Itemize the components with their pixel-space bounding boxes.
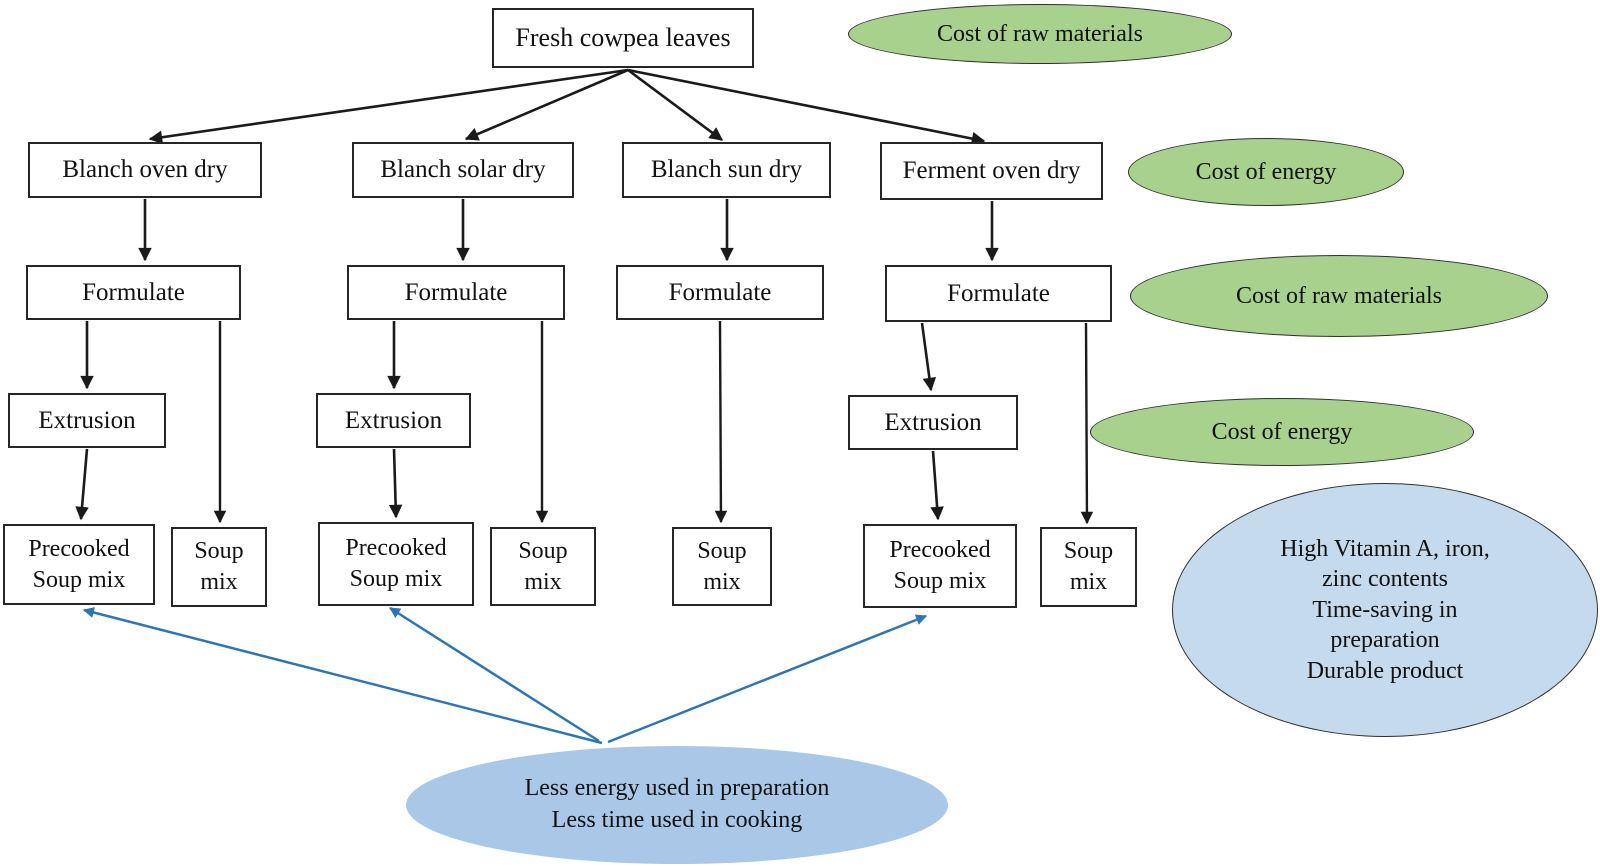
- arrow-benefit-to-precooked2: [389, 606, 600, 743]
- formulate-box-1: Formulate: [26, 265, 241, 320]
- formulate-box-4: Formulate: [885, 265, 1112, 322]
- extrusion-box-4: Extrusion: [848, 395, 1018, 450]
- arrow-benefit-to-precooked4: [607, 614, 928, 744]
- arrow-root-to-blanch-oven-dry: [148, 68, 629, 144]
- arrow-extrusion1-to-precooked1: [75, 448, 89, 521]
- arrow-root-to-blanch-solar-dry: [464, 68, 629, 141]
- soup-mix-box-2: Soup mix: [490, 527, 596, 606]
- blanch-sun-dry-box: Blanch sun dry: [622, 142, 831, 198]
- extrusion-box-1: Extrusion: [8, 393, 166, 448]
- arrow-formulate4-to-soup4: [1080, 322, 1094, 525]
- precooked-soup-mix-box-2: Precooked Soup mix: [318, 522, 474, 606]
- soup-mix-box-3: Soup mix: [672, 527, 772, 606]
- efficiency-benefits-ellipse: Less energy used in preparation Less tim…: [406, 746, 948, 864]
- arrow-formulate3-to-soup3: [714, 320, 728, 524]
- blanch-oven-dry-box: Blanch oven dry: [28, 142, 262, 198]
- cost-energy-ellipse-2: Cost of energy: [1090, 398, 1474, 466]
- soup-mix-box-4: Soup mix: [1040, 527, 1137, 607]
- arrow-extrusion2-to-precooked2: [388, 448, 403, 519]
- cost-raw-materials-ellipse-1: Cost of raw materials: [848, 4, 1232, 64]
- arrow-root-to-ferment-oven-dry: [627, 68, 986, 146]
- fresh-cowpea-leaves-box: Fresh cowpea leaves: [492, 8, 754, 68]
- arrow-extrusion4-to-precooked4: [930, 450, 944, 521]
- precooked-soup-mix-box-4: Precooked Soup mix: [863, 524, 1017, 608]
- cost-energy-ellipse-1: Cost of energy: [1128, 138, 1404, 206]
- precooked-soup-mix-box-1: Precooked Soup mix: [3, 524, 155, 605]
- formulate-box-2: Formulate: [347, 265, 565, 320]
- extrusion-box-2: Extrusion: [316, 393, 471, 448]
- formulate-box-3: Formulate: [616, 265, 824, 320]
- ferment-oven-dry-box: Ferment oven dry: [880, 142, 1103, 200]
- cost-raw-materials-ellipse-2: Cost of raw materials: [1130, 255, 1548, 337]
- arrow-benefit-to-precooked1: [82, 607, 603, 745]
- arrow-formulate4-to-extrusion4: [920, 322, 937, 392]
- arrow-root-to-blanch-sun-dry: [627, 68, 724, 142]
- nutrition-benefits-ellipse: High Vitamin A, iron, zinc contents Time…: [1172, 483, 1598, 737]
- soup-mix-box-1: Soup mix: [171, 527, 267, 607]
- blanch-solar-dry-box: Blanch solar dry: [352, 142, 574, 198]
